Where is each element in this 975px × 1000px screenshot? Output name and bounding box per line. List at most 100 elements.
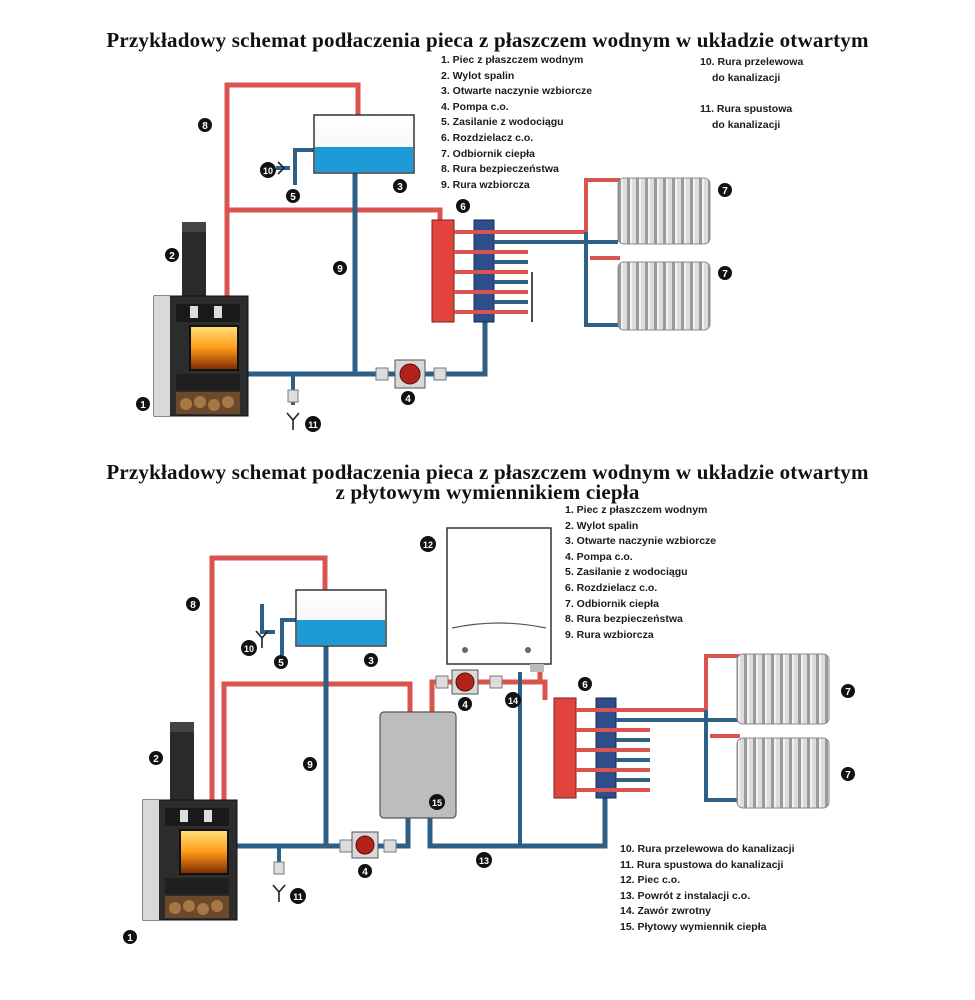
legend-item: do kanalizacji <box>712 71 781 84</box>
svg-text:2: 2 <box>169 251 175 262</box>
legend-item: 2. Wylot spalin <box>565 519 639 532</box>
svg-text:9: 9 <box>337 264 343 275</box>
manifold-outlets <box>576 708 738 792</box>
radiator-supply-pipe <box>584 178 620 232</box>
legend-item: 2. Wylot spalin <box>441 69 515 82</box>
svg-text:7: 7 <box>722 269 728 280</box>
svg-text:8: 8 <box>190 600 196 611</box>
marker-drain: 11 <box>290 888 306 904</box>
legend-item: 14. Zawór zwrotny <box>620 905 712 918</box>
diagram2-title-line2: z płytowym wymiennikiem ciepła <box>335 480 640 504</box>
svg-text:1: 1 <box>127 933 133 944</box>
legend-item: 9. Rura wzbiorcza <box>565 628 654 641</box>
valve-icon <box>375 367 389 381</box>
svg-text:3: 3 <box>368 656 374 667</box>
valve-icon <box>433 367 447 381</box>
markers: 1 2 3 4 5 6 7 7 8 9 10 11 <box>136 118 732 432</box>
svg-text:10: 10 <box>244 644 254 654</box>
legend-item: 12. Piec c.o. <box>620 874 681 887</box>
marker-expansion-pipe: 9 <box>333 261 347 275</box>
svg-text:12: 12 <box>423 540 433 550</box>
legend-item: 10. Rura przelewowa do kanalizacji <box>620 843 795 855</box>
svg-text:7: 7 <box>845 687 851 698</box>
legend-item: 11. Rura spustowa do kanalizacji <box>620 858 784 871</box>
marker-overflow: 10 <box>260 162 276 178</box>
radiator-return-pipe <box>584 232 618 327</box>
marker-check-valve: 14 <box>505 692 521 708</box>
marker-supply: 5 <box>286 189 300 203</box>
marker-boiler: 12 <box>420 536 436 552</box>
svg-text:14: 14 <box>508 696 518 706</box>
boiler <box>446 527 552 665</box>
svg-text:15: 15 <box>432 798 442 808</box>
svg-text:7: 7 <box>722 186 728 197</box>
svg-text:7: 7 <box>845 770 851 781</box>
overflow-pipe <box>260 604 275 634</box>
legend-item: 7. Odbiornik ciepła <box>565 597 659 610</box>
boiler-supply-pipe <box>429 679 548 712</box>
radiator <box>736 737 830 809</box>
marker-supply: 5 <box>274 655 288 669</box>
valve-icon <box>339 839 353 853</box>
marker-flue: 2 <box>165 248 179 262</box>
radiator-return-pipe <box>704 710 738 802</box>
legend-item: 5. Zasilanie z wodociągu <box>441 116 564 129</box>
marker-radiator: 7 <box>718 183 732 197</box>
legend-item: 6. Rozdzielacz c.o. <box>441 131 534 144</box>
legend-item: do kanalizacji <box>712 118 781 131</box>
marker-radiator: 7 <box>718 266 732 280</box>
diagram2-title-line1: Przykładowy schemat podłaczenia pieca z … <box>106 460 869 484</box>
marker-drain: 11 <box>305 416 321 432</box>
marker-pump: 4 <box>358 864 372 878</box>
diagram1-legend: 1. Piec z płaszczem wodnym 2. Wylot spal… <box>441 53 592 193</box>
marker-flue: 2 <box>149 751 163 765</box>
marker-safety-pipe: 8 <box>198 118 212 132</box>
marker-expansion-pipe: 9 <box>303 757 317 771</box>
legend-item: 15. Płytowy wymiennik ciepła <box>620 920 767 933</box>
diagram2: 1 2 3 4 4 5 6 7 7 8 9 10 11 12 13 14 15 <box>123 527 855 944</box>
drain-outlet-icon <box>272 884 286 902</box>
diagram1-legend-extra-b: 11. Rura spustowa do kanalizacji <box>700 102 792 133</box>
marker-overflow: 10 <box>241 640 257 656</box>
marker-pump: 4 <box>458 697 472 711</box>
safety-pipe <box>224 82 361 298</box>
legend-item: 1. Piec z płaszczem wodnym <box>441 54 584 66</box>
valve-icon <box>383 839 397 853</box>
svg-text:5: 5 <box>278 658 284 669</box>
svg-text:4: 4 <box>362 867 368 878</box>
legend-item: 8. Rura bezpieczeństwa <box>565 613 683 626</box>
svg-text:9: 9 <box>307 760 313 771</box>
svg-text:6: 6 <box>460 202 466 213</box>
radiator-supply-pipe <box>704 654 740 710</box>
valve-icon <box>435 675 449 689</box>
legend-item: 10. Rura przelewowa <box>700 56 804 68</box>
svg-text:8: 8 <box>202 121 208 132</box>
legend-item: 4. Pompa c.o. <box>441 100 509 113</box>
legend-item: 5. Zasilanie z wodociągu <box>565 566 688 579</box>
check-valve-icon <box>489 675 503 689</box>
svg-text:2: 2 <box>153 754 159 765</box>
supply-pipe <box>221 681 413 800</box>
legend-item: 6. Rozdzielacz c.o. <box>565 581 658 594</box>
marker-stove: 1 <box>123 930 137 944</box>
svg-text:1: 1 <box>140 400 146 411</box>
radiator <box>617 177 711 245</box>
marker-exchanger: 15 <box>429 794 445 810</box>
legend-item: 13. Powrót z instalacji c.o. <box>620 889 751 902</box>
legend-item: 11. Rura spustowa <box>700 103 793 115</box>
radiator <box>617 261 711 331</box>
marker-manifold: 6 <box>456 199 470 213</box>
drain-outlet-icon <box>286 412 300 430</box>
radiator <box>736 653 830 725</box>
manifold-supply <box>431 219 455 323</box>
legend-item: 3. Otwarte naczynie wzbiorcze <box>565 535 717 548</box>
supply-pipe <box>227 207 443 220</box>
marker-pump: 4 <box>401 391 415 405</box>
marker-tank: 3 <box>364 653 378 667</box>
stove <box>153 222 249 417</box>
manifold-outlets <box>454 230 600 322</box>
drain-valve-icon <box>287 389 299 403</box>
marker-radiator: 7 <box>841 767 855 781</box>
overflow-outlet-icon <box>255 630 269 648</box>
markers: 1 2 3 4 4 5 6 7 7 8 9 10 11 12 13 14 15 <box>123 536 855 944</box>
